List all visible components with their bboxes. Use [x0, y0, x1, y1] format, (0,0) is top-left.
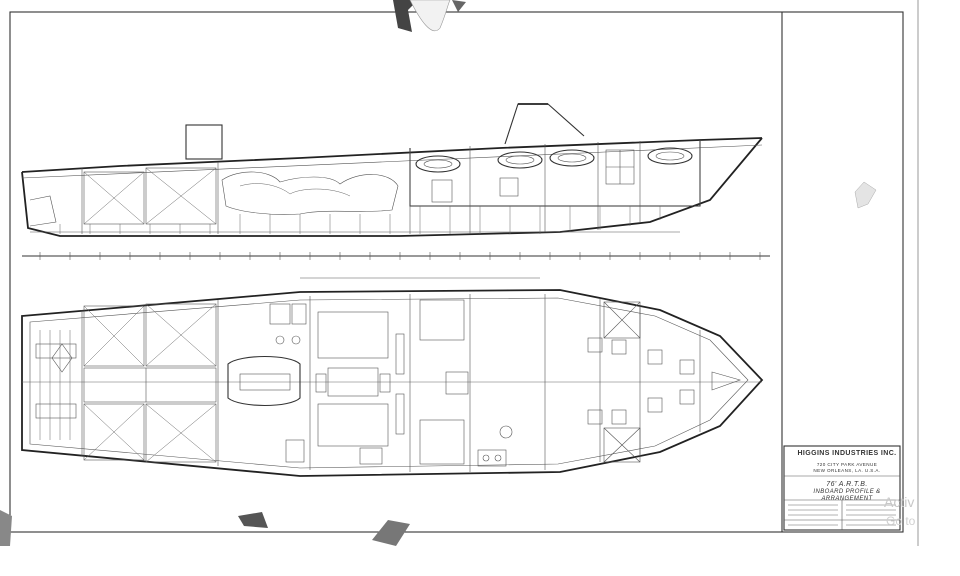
company-address: 720 CITY PARK AVENUE NEW ORLEANS, LA. U.…: [792, 462, 902, 474]
smudge-right: [854, 181, 877, 209]
activation-watermark-line-2: Go to: [886, 514, 916, 528]
tear-mark-top-left: [393, 0, 418, 32]
drawing-subtitle: INBOARD PROFILE & ARRANGEMENT: [792, 489, 902, 503]
sheet-border: [9, 11, 904, 533]
tear-mark-top: [409, 0, 451, 31]
inboard-profile: [21, 103, 770, 279]
activation-watermark-line-1: Activ: [884, 494, 915, 510]
drawing-subtitle-line-2: ARRANGEMENT: [821, 496, 873, 502]
tear-mark-bottom: [372, 520, 410, 546]
tear-mark-bottom-left: [238, 512, 268, 528]
tear-mark-top-right: [452, 0, 466, 12]
address-line-2: NEW ORLEANS, LA. U.S.A.: [813, 468, 881, 473]
company-name: HIGGINS INDUSTRIES INC.: [797, 450, 897, 457]
tear-mark-left: [0, 510, 12, 546]
address-line-1: 720 CITY PARK AVENUE: [816, 462, 878, 467]
drawing-subtitle-line-1: INBOARD PROFILE &: [813, 489, 881, 495]
drawing-title: 76' A.R.T.B.: [826, 481, 868, 488]
arrangement-plan: [21, 289, 764, 477]
title-block: [783, 445, 901, 531]
